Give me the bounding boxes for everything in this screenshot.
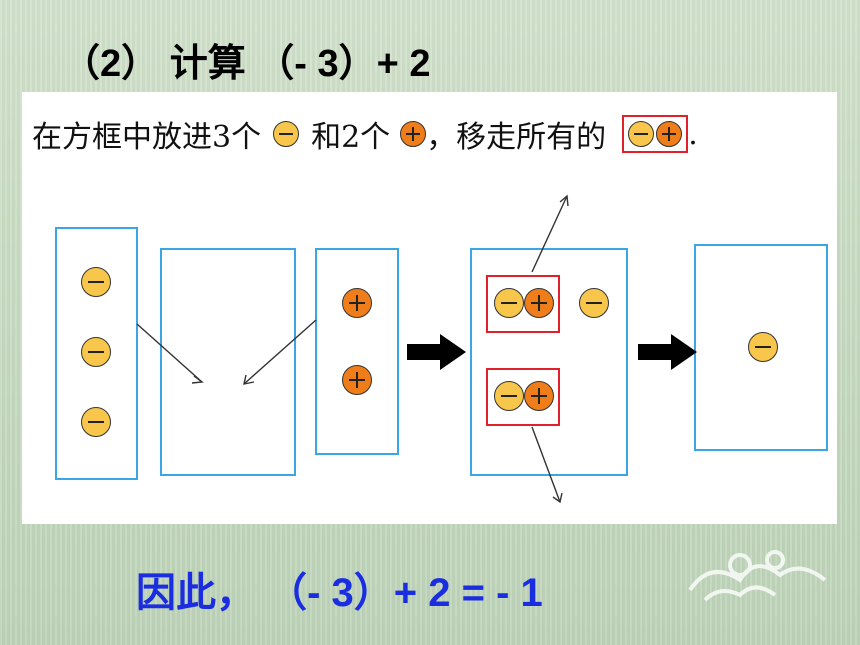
negative-token-icon xyxy=(81,407,111,437)
negative-token-icon xyxy=(494,381,524,411)
negative-token-icon xyxy=(628,121,655,147)
conclusion-text: 因此， （- 3）+ 2 = - 1 xyxy=(136,571,543,615)
box-combined xyxy=(470,248,628,476)
negative-token-icon xyxy=(273,121,300,147)
positive-token-icon xyxy=(342,288,372,318)
thick-arrow-to-result xyxy=(638,334,697,370)
instruction-part-4: . xyxy=(688,116,698,152)
negative-token-icon xyxy=(81,337,111,367)
decorative-cloud-ornament xyxy=(688,550,827,602)
problem-title: （2） 计算 （- 3）+ 2 xyxy=(62,43,431,85)
instruction-part-3: ，移走所有的 xyxy=(426,120,607,155)
diagram-panel: 在方框中放进3个 和2个 ，移走所有的 . xyxy=(22,92,837,524)
box-empty-target xyxy=(160,248,296,476)
positive-token-icon xyxy=(342,365,372,395)
negative-token-icon xyxy=(494,288,524,318)
zero-pair-highlight xyxy=(486,275,560,333)
box-negatives xyxy=(55,227,138,480)
positive-token-icon xyxy=(524,288,554,318)
negative-token-icon xyxy=(748,332,778,362)
thick-arrow-to-combined xyxy=(407,334,466,370)
instruction-part-1: 在方框中放进3个 xyxy=(32,120,262,155)
negative-token-icon xyxy=(579,288,609,318)
positive-token-icon xyxy=(524,381,554,411)
negative-token-icon xyxy=(81,267,111,297)
instruction-part-2: 和2个 xyxy=(311,120,391,155)
positive-token-icon xyxy=(400,121,427,147)
zero-pair-highlight xyxy=(486,368,560,426)
box-positives xyxy=(315,248,399,455)
positive-token-icon xyxy=(656,121,683,147)
box-result xyxy=(694,244,828,451)
zero-pair-icon xyxy=(622,115,689,153)
instruction-line: 在方框中放进3个 和2个 ，移走所有的 . xyxy=(32,112,698,156)
